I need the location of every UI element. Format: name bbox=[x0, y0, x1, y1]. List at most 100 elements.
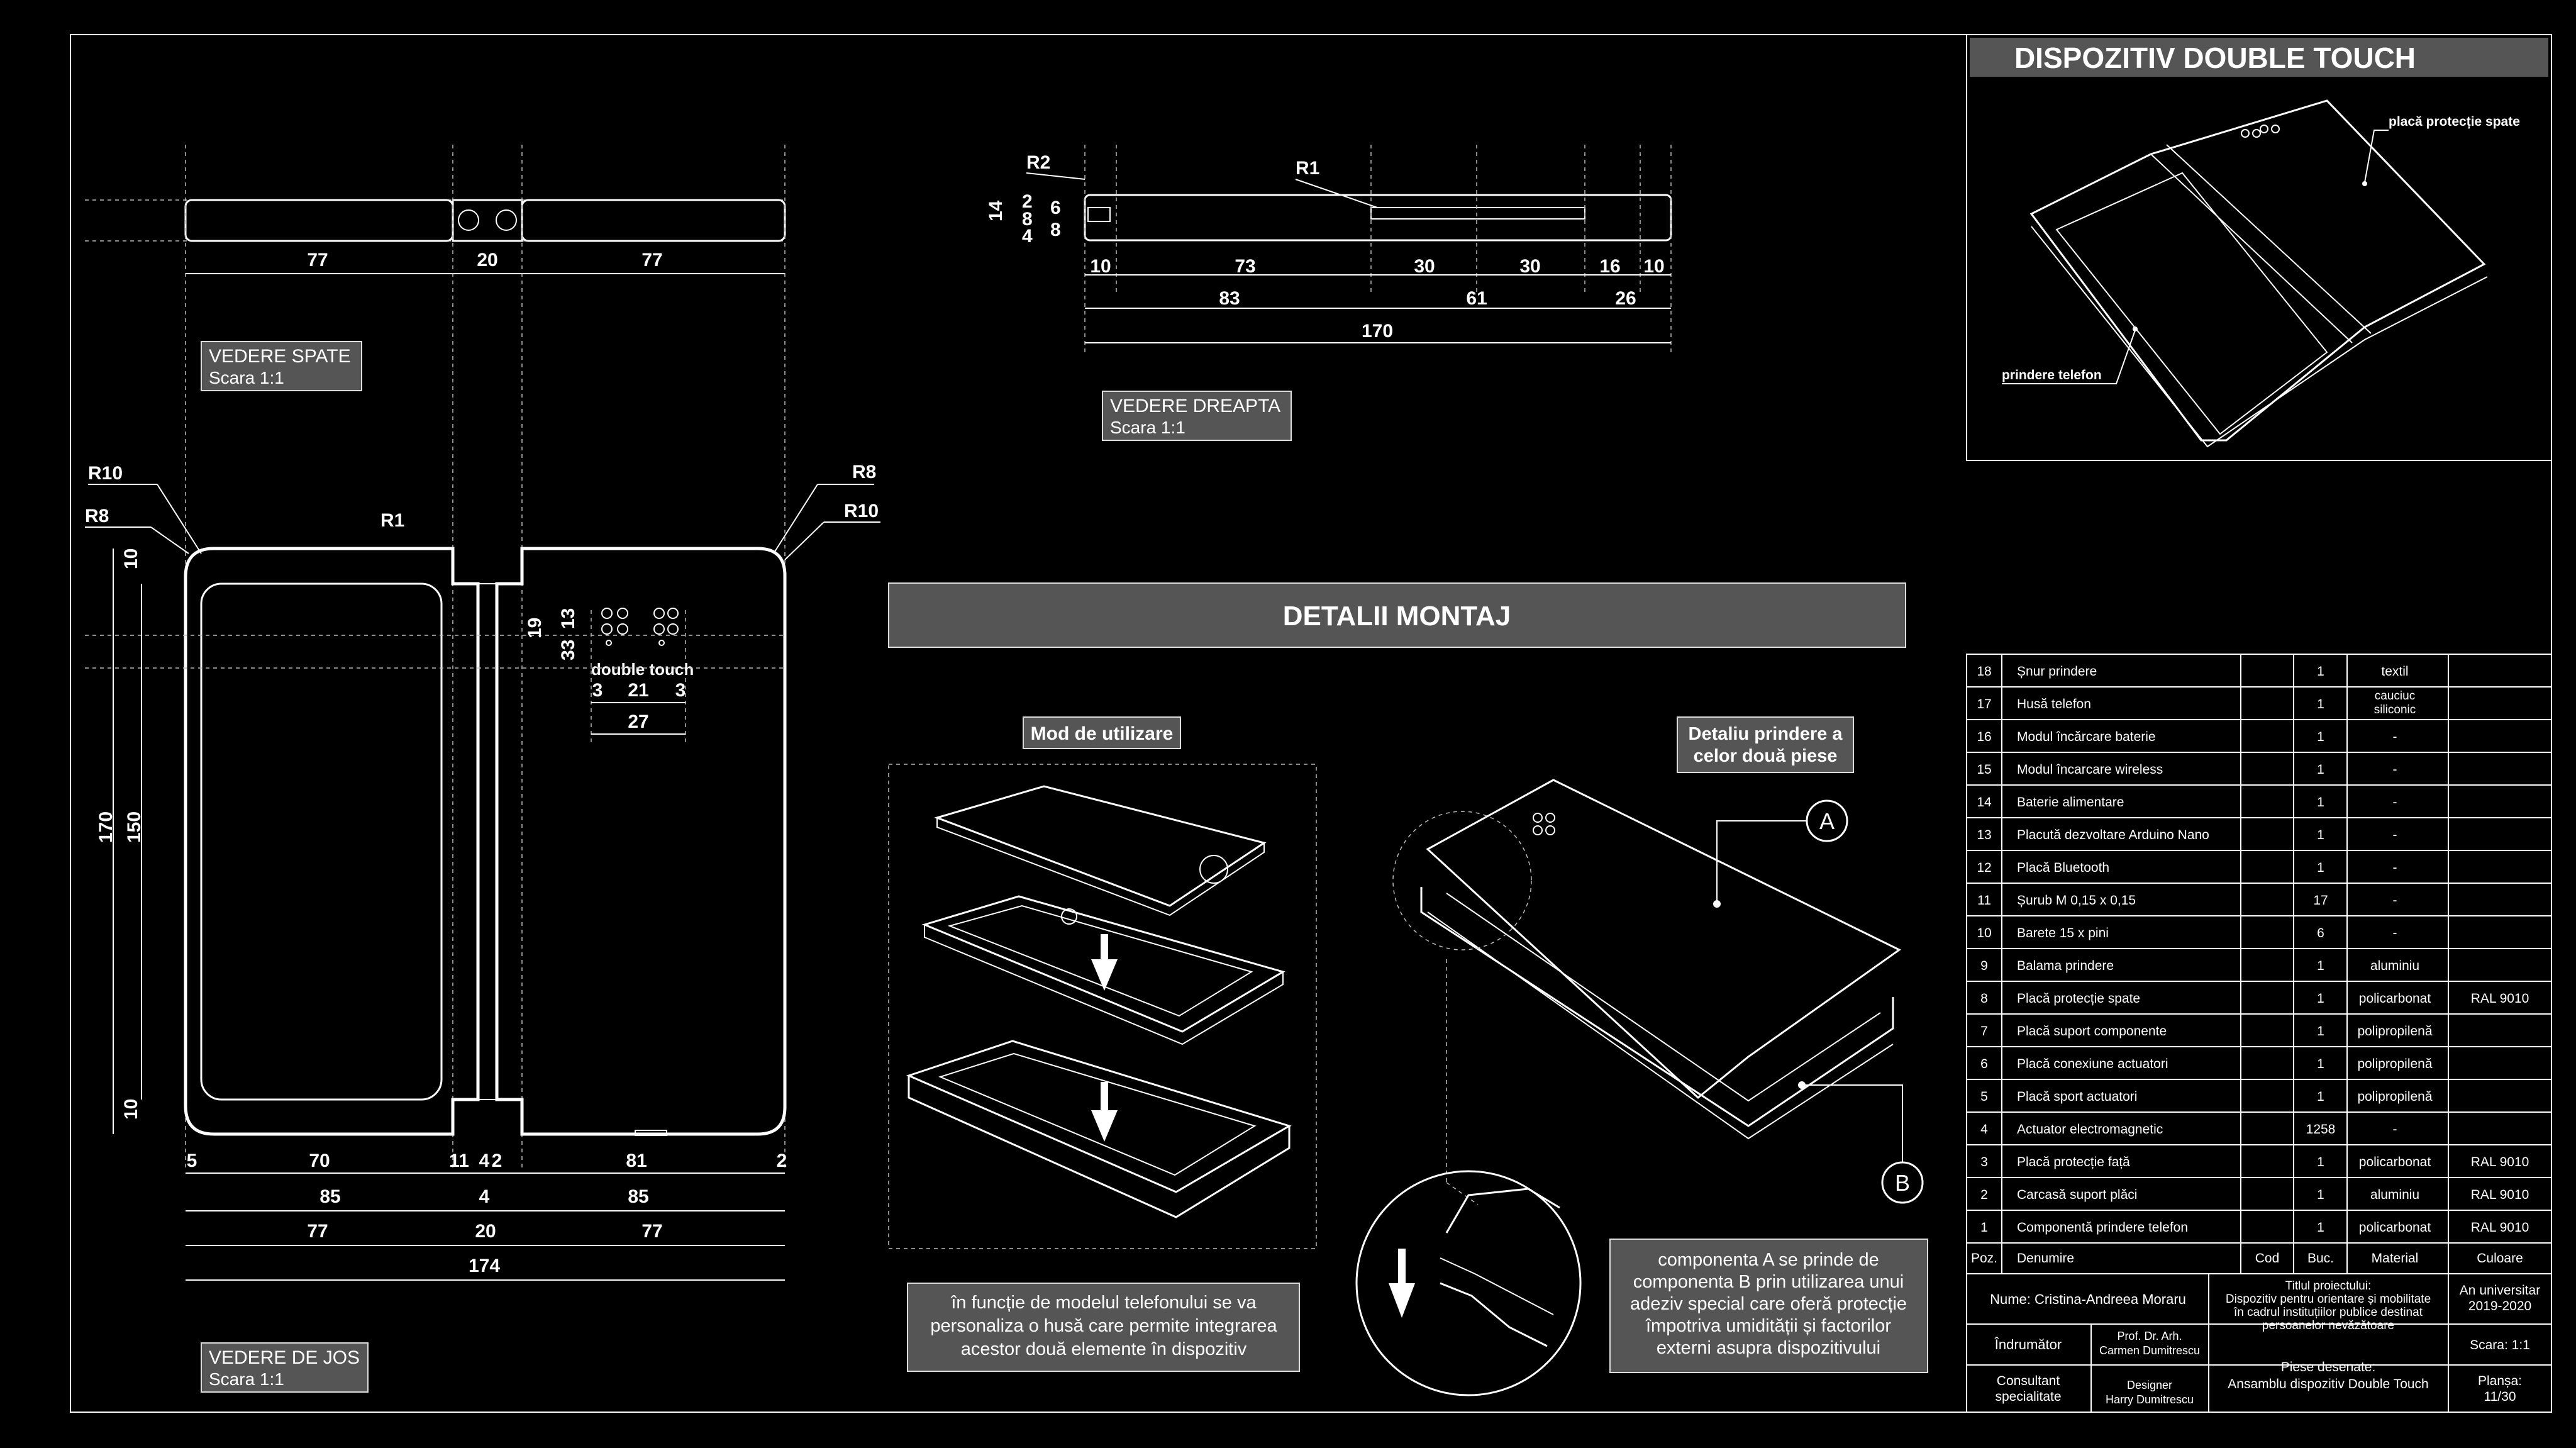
dim-back-20: 20 bbox=[477, 250, 497, 270]
callout-b-label: B bbox=[1895, 1170, 1910, 1196]
dim-bottom-85a: 85 bbox=[319, 1186, 340, 1207]
parts-cell-material: - bbox=[2393, 795, 2397, 810]
back-view-right-panel bbox=[521, 199, 786, 242]
iso-device bbox=[2029, 99, 2488, 448]
parts-cell-poz: 6 bbox=[1980, 1057, 1988, 1071]
usage-phone bbox=[934, 785, 1267, 916]
dim-back-77-left: 77 bbox=[307, 250, 328, 270]
parts-cell-material: aluminiu bbox=[2370, 1188, 2419, 1202]
iso-label-phone-mount: prindere telefon bbox=[2002, 368, 2102, 382]
parts-table-grid bbox=[2001, 654, 2449, 1274]
montaj-title-box bbox=[888, 582, 1906, 648]
parts-cell-buc: 1 bbox=[2317, 664, 2324, 679]
parts-cell-name: Baterie alimentare bbox=[2017, 795, 2124, 810]
detail-exploded-view bbox=[1392, 779, 1901, 1205]
parts-cell-name: Modul încarcare wireless bbox=[2017, 762, 2163, 777]
parts-cell-poz: 5 bbox=[1980, 1089, 1988, 1104]
iso-label-back-plate: placă protecție spate bbox=[2389, 114, 2520, 129]
dim-back-77-right: 77 bbox=[641, 250, 662, 270]
detail-title-line-2: celor două piese bbox=[1694, 746, 1838, 766]
info-project-title-label: Titlul proiectului: bbox=[2285, 1279, 2372, 1293]
parts-header-poz: Poz. bbox=[1971, 1251, 1997, 1266]
info-year-label: An universitar bbox=[2460, 1283, 2540, 1298]
logo-area: double touch bbox=[591, 608, 694, 679]
parts-cell-material: polipropilenă bbox=[2357, 1024, 2432, 1039]
dim-right-26: 26 bbox=[1615, 288, 1636, 309]
dim-logo-13: 13 bbox=[558, 608, 579, 629]
detail-title-box bbox=[1677, 716, 1854, 773]
parts-cell-name: Placă protecție spate bbox=[2017, 991, 2140, 1006]
arrow-down-icon bbox=[1091, 1082, 1118, 1142]
parts-cell-buc: 1258 bbox=[2306, 1122, 2336, 1137]
parts-cell-buc: 1 bbox=[2317, 795, 2324, 810]
parts-cell-name: Placă protecție față bbox=[2017, 1155, 2130, 1169]
parts-cell-material: cauciuc bbox=[2375, 689, 2415, 703]
parts-cell-name: Carcasă suport plăci bbox=[2017, 1188, 2137, 1202]
dim-logo-27: 27 bbox=[628, 711, 648, 732]
parts-cell-buc: 1 bbox=[2317, 1220, 2324, 1235]
dim-right-10a: 10 bbox=[1090, 256, 1111, 277]
dim-bottom-85b: 85 bbox=[628, 1186, 648, 1207]
info-scale: Scara: 1:1 bbox=[2470, 1338, 2530, 1352]
usage-base bbox=[906, 1040, 1292, 1218]
dim-bottom-4b: 4 bbox=[479, 1186, 490, 1207]
parts-cell-buc: 1 bbox=[2317, 1057, 2324, 1071]
dim-right-30b: 30 bbox=[1519, 256, 1540, 277]
right-view-port bbox=[1087, 207, 1111, 222]
parts-cell-buc: 1 bbox=[2317, 959, 2324, 973]
info-drawing-label: Piese desenate: bbox=[2281, 1360, 2376, 1374]
arrow-down-icon bbox=[1091, 934, 1118, 991]
parts-cell-buc: 6 bbox=[2317, 926, 2324, 940]
usage-frame bbox=[888, 764, 1317, 1249]
dim-right-10b: 10 bbox=[1643, 256, 1664, 277]
dim-bottom-20: 20 bbox=[475, 1221, 496, 1242]
parts-cell-material: polipropilenă bbox=[2357, 1089, 2432, 1104]
parts-cell-buc: 1 bbox=[2317, 1024, 2324, 1039]
parts-cell-buc: 1 bbox=[2317, 1188, 2324, 1202]
parts-cell-buc: 1 bbox=[2317, 860, 2324, 875]
dim-bottom-81: 81 bbox=[626, 1150, 647, 1171]
title-header: DISPOZITIV DOUBLE TOUCH bbox=[2014, 42, 2416, 74]
dim-right-4: 4 bbox=[1022, 226, 1033, 247]
parts-cell-name: Modul încărcare baterie bbox=[2017, 730, 2156, 744]
right-view: R2 R1 14 4 8 2 8 6 10 73 30 30 16 10 83 … bbox=[985, 145, 1672, 441]
parts-cell-poz: 13 bbox=[1977, 828, 1991, 842]
parts-header-color: Culoare bbox=[2477, 1251, 2523, 1266]
dim-bottom-174: 174 bbox=[469, 1256, 500, 1276]
parts-cell-poz: 14 bbox=[1977, 795, 1992, 810]
title-block: DISPOZITIV DOUBLE TOUCH placă protecție … bbox=[1966, 34, 2552, 1413]
info-consultant-line-2: Harry Dumitrescu bbox=[2106, 1393, 2194, 1406]
parts-cell-poz: 3 bbox=[1980, 1155, 1988, 1169]
parts-cell-name: Placută dezvoltare Arduino Nano bbox=[2017, 828, 2209, 842]
parts-cell-name: Șurub M 0,15 x 0,15 bbox=[2017, 893, 2136, 908]
montaj-title: DETALII MONTAJ bbox=[1283, 601, 1511, 632]
dim-right-6: 6 bbox=[1050, 198, 1061, 218]
parts-table-frame bbox=[1966, 654, 2552, 1413]
parts-cell-material: policarbonat bbox=[2359, 1155, 2431, 1169]
parts-header-material: Material bbox=[2372, 1251, 2419, 1266]
parts-cell-poz: 8 bbox=[1980, 991, 1988, 1006]
info-consultant-line-1: Designer bbox=[2127, 1379, 2172, 1391]
detail-note-box bbox=[1609, 1239, 1928, 1373]
usage-title: Mod de utilizare bbox=[1031, 723, 1174, 744]
parts-header-cod: Cod bbox=[2255, 1251, 2280, 1266]
right-view-slot bbox=[1370, 207, 1585, 220]
detail-note-line-2: componenta B prin utilizarea unui bbox=[1633, 1272, 1904, 1292]
dim-logo-21: 21 bbox=[628, 680, 648, 701]
info-project-title-line-1: Dispozitiv pentru orientare și mobilitat… bbox=[2226, 1293, 2431, 1306]
right-view-body bbox=[1084, 194, 1672, 242]
parts-cell-name: Placă Bluetooth bbox=[2017, 860, 2109, 875]
dim-logo-3b: 3 bbox=[675, 680, 686, 701]
parts-header-buc: Buc. bbox=[2307, 1251, 2334, 1266]
parts-cell-poz: 11 bbox=[1977, 893, 1991, 908]
callout-a-label: A bbox=[1819, 808, 1835, 834]
parts-cell-buc: 1 bbox=[2317, 1155, 2324, 1169]
info-project-title-line-3: persoanelor nevăzătoare bbox=[2262, 1319, 2394, 1332]
dim-right-83: 83 bbox=[1219, 288, 1240, 309]
dim-bottom-11: 11 bbox=[449, 1150, 469, 1171]
